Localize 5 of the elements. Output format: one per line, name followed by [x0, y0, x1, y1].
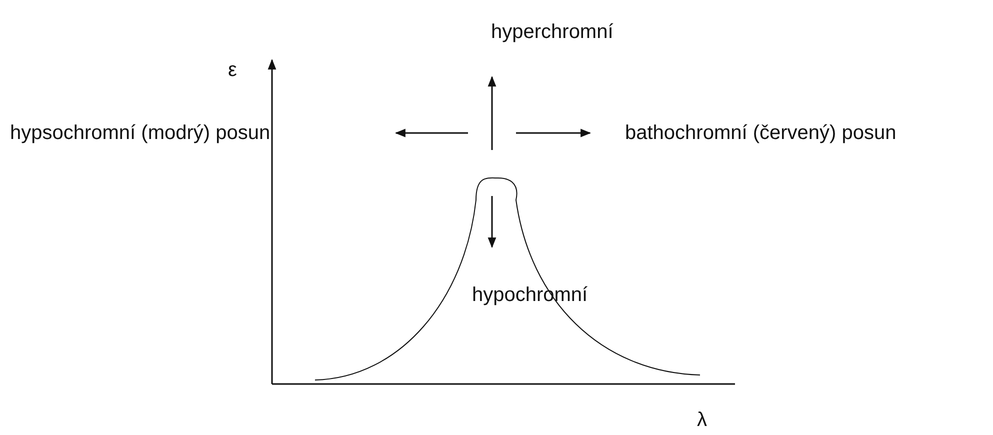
- shift-label: bathochromní (červený) posun: [625, 121, 896, 145]
- axis-label: ε: [228, 58, 237, 82]
- axis-label: λ: [697, 408, 707, 432]
- shift-label: hypsochromní (modrý) posun: [10, 121, 270, 145]
- shift-label: hyperchromní: [491, 20, 614, 44]
